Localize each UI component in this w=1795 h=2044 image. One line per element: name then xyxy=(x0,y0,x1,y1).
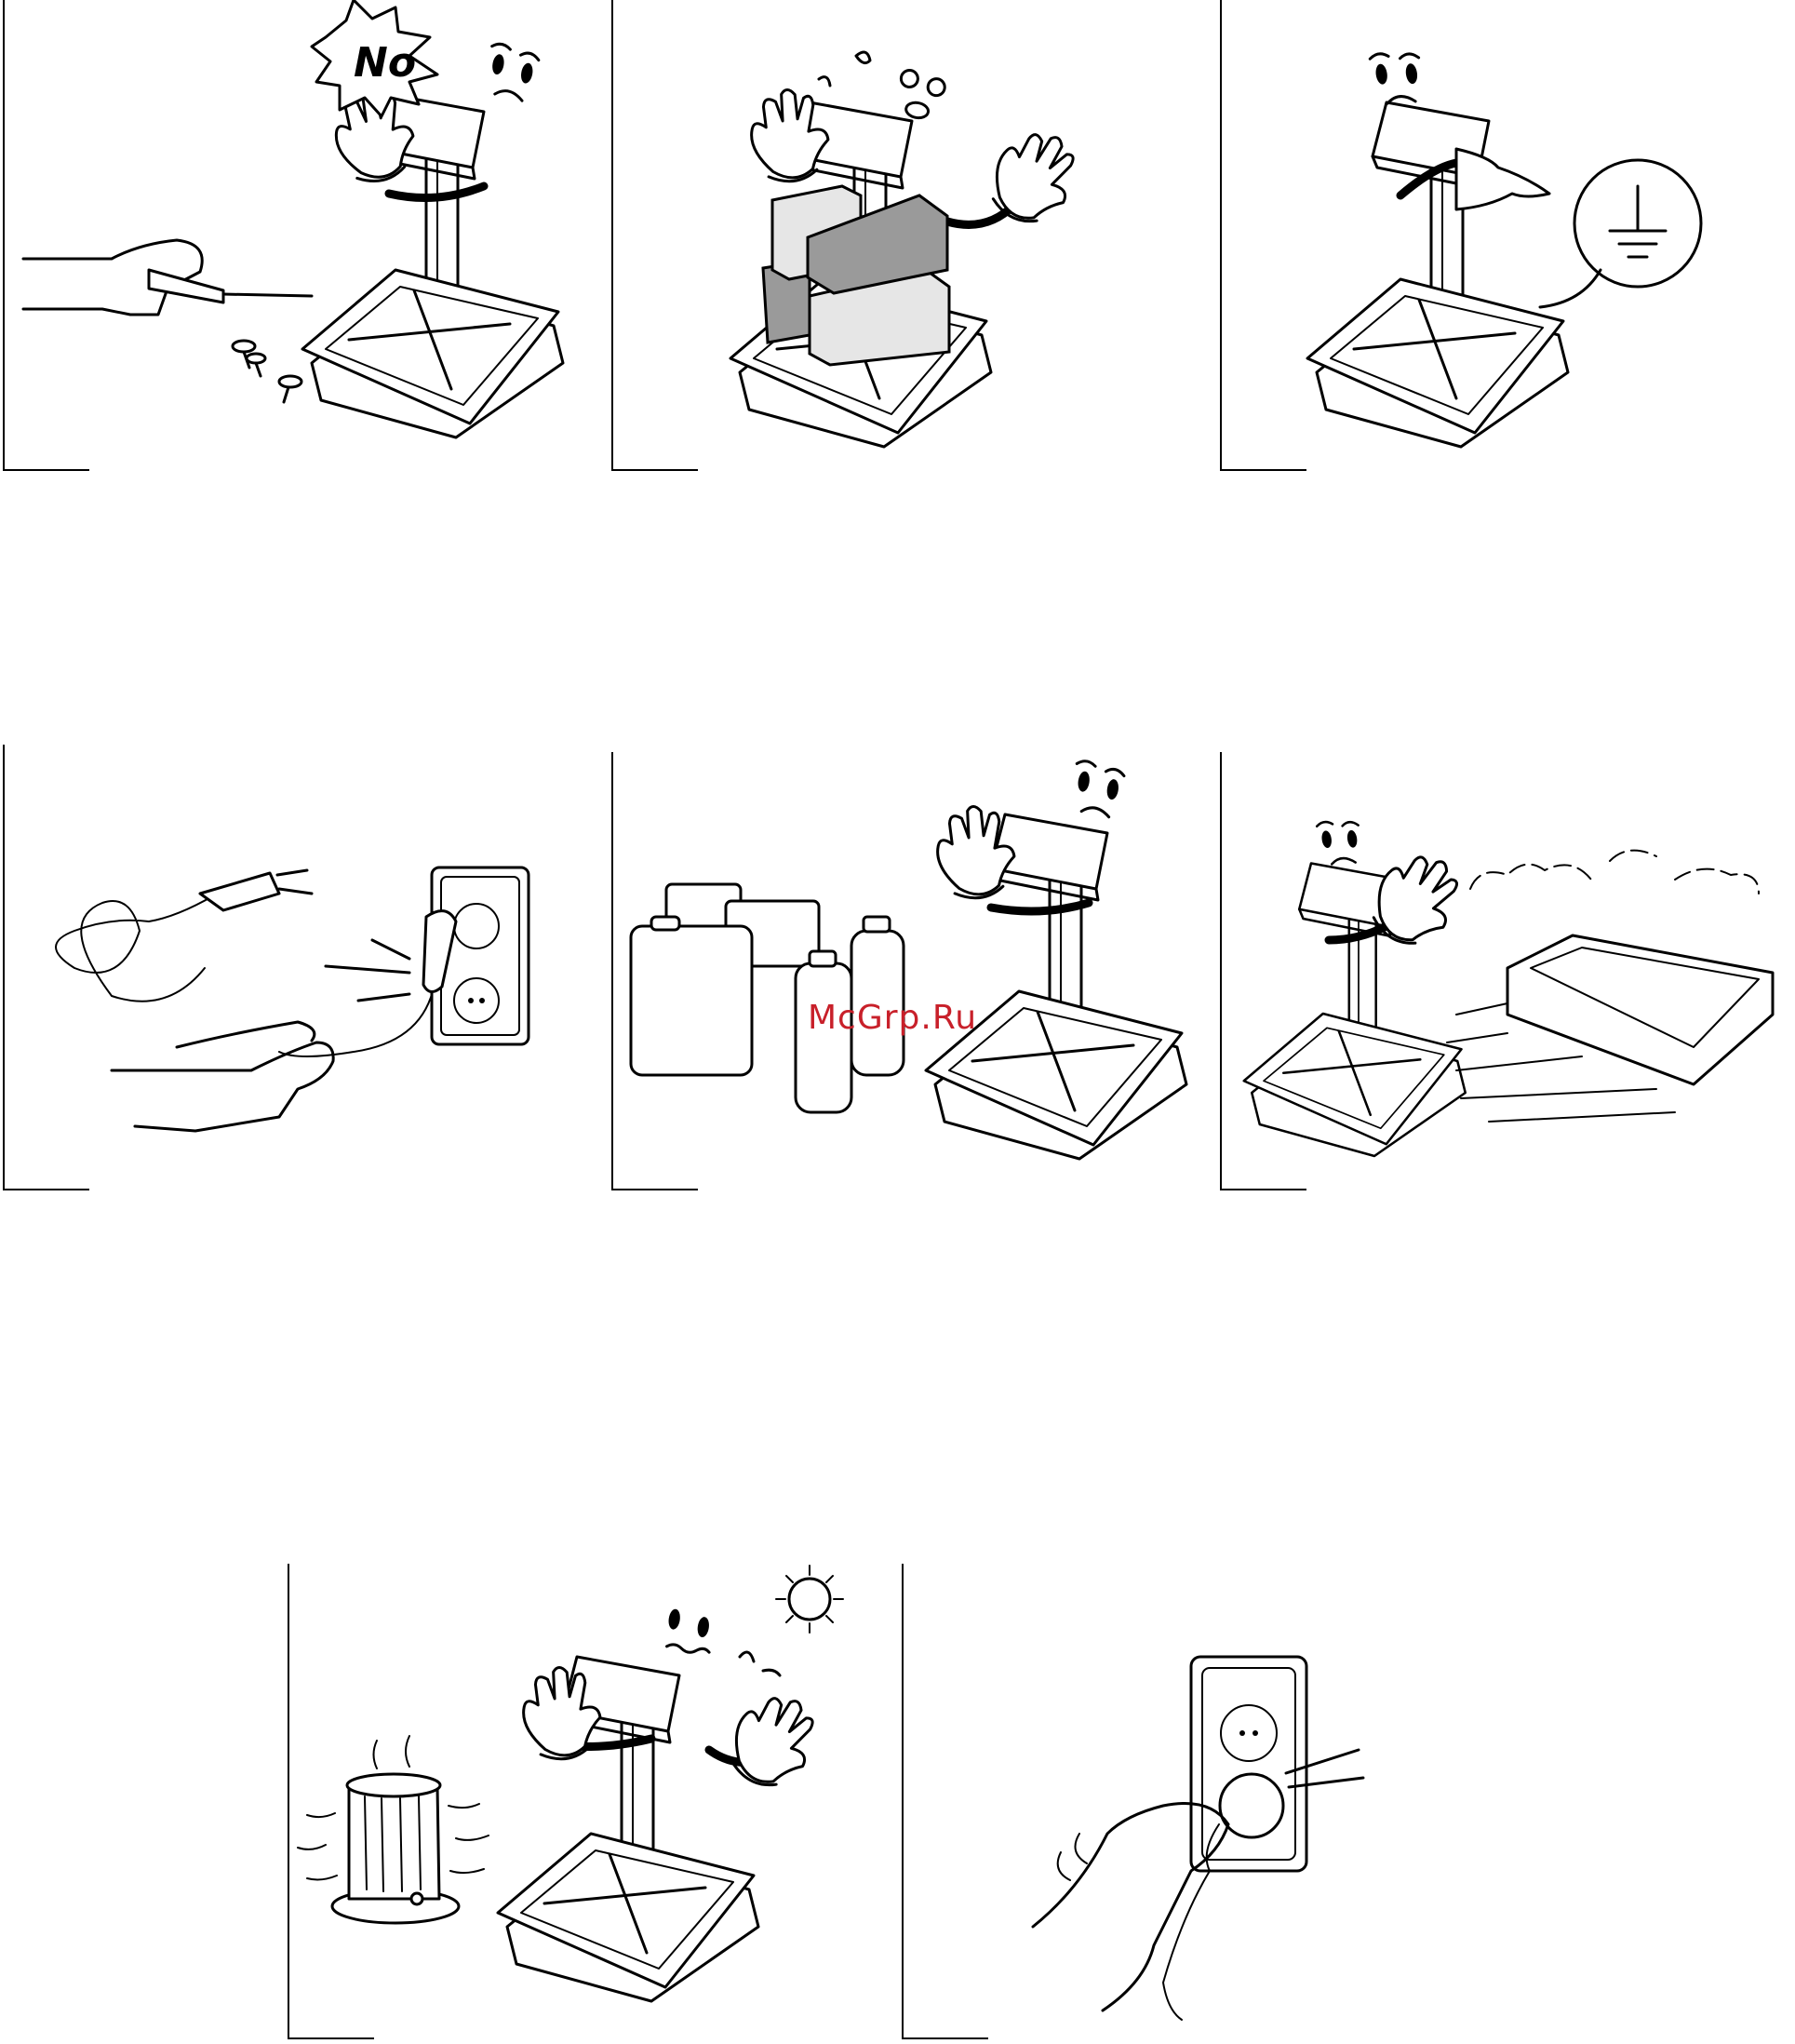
panel-power-cord xyxy=(4,745,529,1190)
scale-character xyxy=(1307,48,1568,447)
pointing-hand-icon xyxy=(1456,149,1549,209)
panel-no-humidity xyxy=(1221,752,1773,1190)
panel-frame xyxy=(4,745,89,1190)
no-badge-text: No xyxy=(354,39,416,87)
panel-plug-unplug xyxy=(903,1564,1363,2038)
wall-socket-icon xyxy=(1191,1657,1306,1871)
watermark-text: McGrp.Ru xyxy=(808,999,977,1037)
panel-frame xyxy=(612,0,698,470)
steam-icon xyxy=(1470,851,1759,894)
panel-no-heat xyxy=(288,1564,843,2038)
panel-frame xyxy=(1221,0,1306,470)
panel-frame xyxy=(903,1564,988,2038)
panel-frame xyxy=(4,0,89,470)
scale-character xyxy=(926,760,1186,1159)
sun-icon xyxy=(776,1566,843,1633)
panel-no-overload xyxy=(612,0,1083,470)
heater-icon xyxy=(298,1736,489,1923)
bathtub-icon xyxy=(1507,935,1773,1084)
scale-character xyxy=(498,1608,758,2001)
ground-symbol-icon xyxy=(1540,160,1701,307)
panel-grounding xyxy=(1221,0,1701,470)
heavy-boxes-icon xyxy=(763,186,949,365)
panel-no-chemicals xyxy=(612,752,1186,1190)
screwdriver-icon xyxy=(149,270,223,303)
screws-icon xyxy=(233,341,301,402)
panel-no-disassembly: No xyxy=(4,0,563,470)
